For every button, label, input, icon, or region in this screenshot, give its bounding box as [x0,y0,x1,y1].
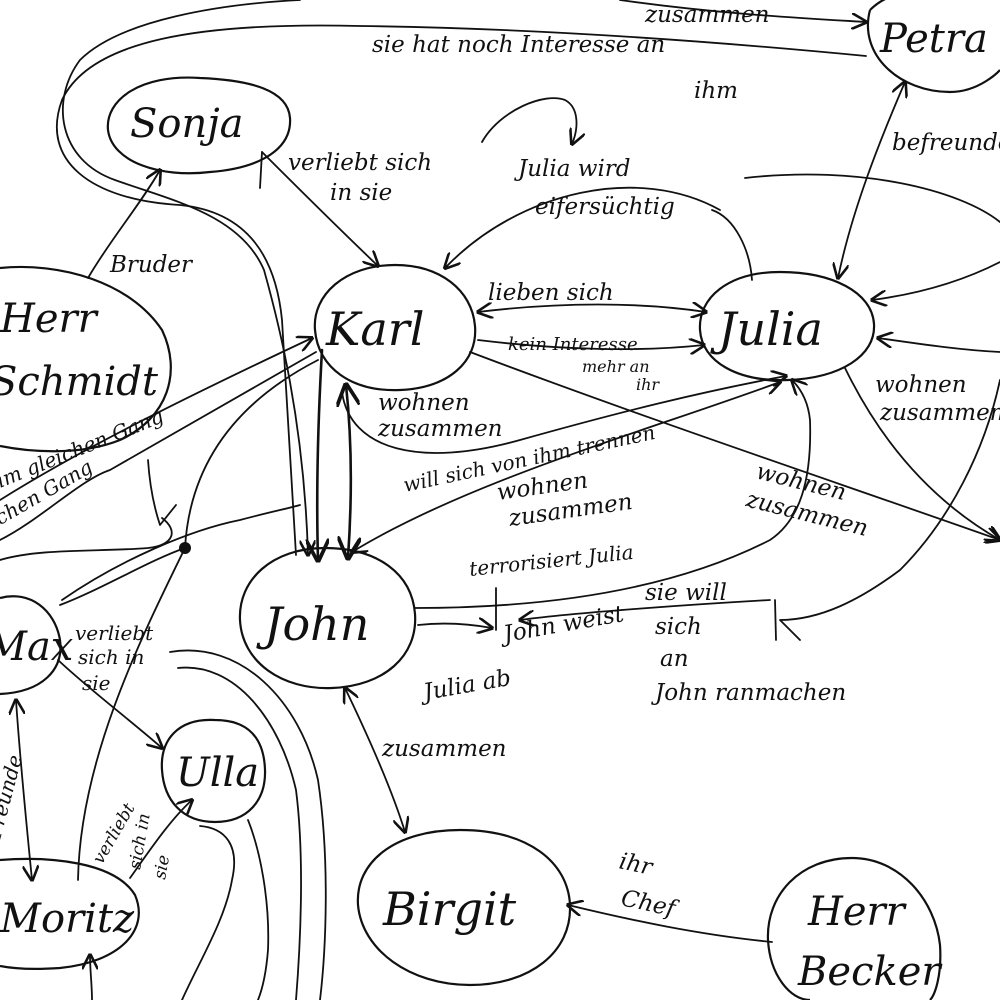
label-zusammen-birgit: zusammen [381,736,507,762]
edge-freunde [16,700,32,880]
edge-max-ulla [57,659,162,748]
node-label-herr-schmidt-2: Schmidt [0,359,159,405]
node-label-herr-schmidt-1: Herr [0,296,100,342]
edge-lieben-sich [478,305,706,313]
label-wohnen-julia-1: wohnen [875,372,967,398]
edge-max-john [61,504,301,601]
edge-julia-john-mid [352,382,780,552]
edge-schmidt-karl-2 [0,351,317,541]
label-kein-interesse-2: mehr an [582,357,650,376]
label-wohnen-julia-2: zusammen [879,400,1000,426]
label-eifersucht-1: Julia wird [514,156,631,182]
edge-karl-sonja [261,151,378,266]
node-label-birgit: Birgit [382,882,517,936]
node-label-julia: Julia [710,302,823,356]
label-bruder: Bruder [109,252,194,278]
label-wohnen-karl-1: wohnen [378,390,470,416]
label-weist-ab-2: Julia ab [418,665,513,707]
node-john[interactable]: John [238,546,417,690]
label-verliebt-max-2: sich in [78,645,144,669]
edge-eifersucht [445,186,721,268]
node-label-karl: Karl [325,302,425,356]
edge-kein-interesse [477,340,704,349]
label-verliebt-karl-2: in sie [330,180,392,206]
edge-junction-max [59,547,186,606]
label-eifersucht-2: eifersüchtig [535,194,675,220]
label-interesse-2: ihm [694,78,738,104]
node-petra[interactable]: Petra [867,0,1000,94]
label-zusammen-top: zusammen [644,2,770,28]
edge-gang-loop [0,517,173,561]
edge-ihr-chef [568,905,773,943]
node-label-petra: Petra [879,16,988,62]
edge-befreundet [838,82,905,278]
edge-ulla-loop-2 [247,819,270,1000]
edge-eifersucht-hook [481,97,576,144]
label-befreundet: befreundet [892,130,1000,156]
node-karl[interactable]: Karl [313,263,477,392]
edge-sie-will-tick [774,599,777,641]
node-moritz[interactable]: Moritz [0,857,140,970]
node-julia[interactable]: Julia [698,270,876,382]
node-label-ulla: Ulla [176,750,259,796]
edge-moritz-ulla [129,800,192,879]
label-ihr-chef-2: Chef [619,885,681,922]
edge-right-julia-3 [878,338,1000,353]
node-label-herr-becker-1: Herr [807,889,908,935]
label-kein-interesse-1: kein Interesse [508,334,638,355]
node-label-moritz: Moritz [0,896,135,942]
node-herr-becker[interactable]: Herr Becker [766,856,943,1000]
label-ihr-chef-1: ihr [617,848,657,881]
edge-sie-will [520,599,771,620]
label-sie-will-1: sie will [645,580,727,606]
node-herr-schmidt[interactable]: Herr Schmidt [0,265,172,453]
edge-gang-hook [147,459,177,526]
label-sie-will-2: sich [655,614,702,640]
node-max[interactable]: Max [0,595,73,696]
edge-eifersucht-julia [711,209,753,281]
label-verliebt-max-3: sie [82,671,111,695]
edge-karl-john-1 [317,348,322,560]
edge-petra-karl-loop-inner [61,0,308,555]
edge-schmidt-karl-1 [0,338,312,501]
node-label-sonja: Sonja [130,101,244,147]
label-terrorisiert: terrorisiert Julia [468,540,635,581]
edge-junction-moritz [77,547,186,881]
edge-john-birgit [345,688,405,832]
label-verliebt-moritz-3: sie [150,854,174,881]
edge-ulla-loop [181,825,236,1000]
edge-right-curve [779,379,1000,641]
label-sie-will-3: an [660,646,689,672]
edge-bruder [87,170,160,279]
label-freunde: Freunde [0,752,27,842]
edge-petra-karl-loop [56,24,867,556]
edge-swoop-2 [177,666,302,1000]
label-interesse-1: sie hat noch Interesse an [372,32,665,58]
label-verliebt-max-1: verliebt [75,621,154,645]
node-ulla[interactable]: Ulla [160,718,267,824]
edge-weist-ab [417,624,492,628]
edge-moritz-bottom [90,955,92,1000]
label-wohnen-karl-2: zusammen [377,416,503,442]
label-sie-will-4: John ranmachen [651,680,846,706]
edge-zusammen-top [619,0,866,22]
node-birgit[interactable]: Birgit [356,828,572,987]
edge-terrorisiert [414,380,812,609]
edge-karl-sonja-tick [259,151,263,189]
edge-right-julia-1 [744,173,1000,223]
edge-right-julia-2 [872,261,1000,300]
node-label-herr-becker-2: Becker [797,949,943,995]
edge-swoop-1 [169,649,327,1000]
label-lieben-sich: lieben sich [488,280,614,306]
edge-junction-karl [184,359,319,549]
edge-julia-right [844,367,1000,540]
label-weist-ab-1: John weist [498,601,627,649]
node-label-john: John [256,597,369,651]
label-kein-interesse-3: ihr [636,375,660,394]
label-verliebt-karl-1: verliebt sich [288,150,432,176]
node-sonja[interactable]: Sonja [106,76,292,175]
